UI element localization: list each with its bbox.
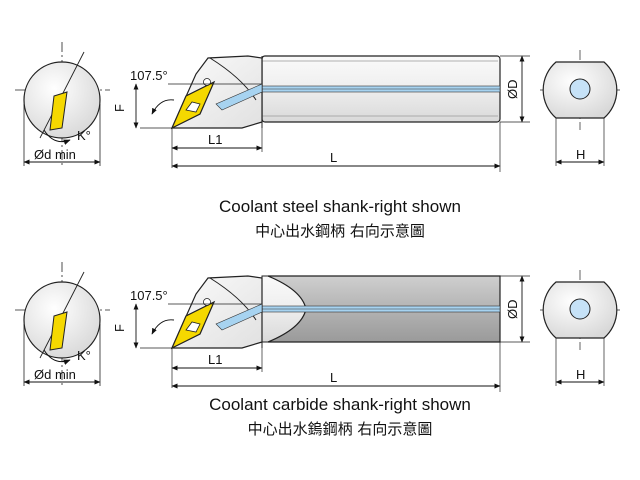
screw-icon — [185, 321, 201, 333]
coolant-hole — [569, 78, 591, 100]
shank-dia-label: ØD — [505, 80, 520, 100]
caption-en: Coolant carbide shank-right shown — [209, 395, 471, 414]
flat-height-label: H — [576, 147, 585, 162]
offset-label: F — [112, 104, 127, 112]
insert-icon — [49, 91, 68, 131]
approach-arc — [43, 129, 71, 145]
caption-en: Coolant steel shank-right shown — [219, 197, 461, 216]
side-view: 107.5° F L1 L ØD — [112, 275, 530, 392]
min-bore-label: Ød min — [34, 367, 76, 382]
insert-icon — [49, 311, 68, 351]
head-length-label: L1 — [208, 352, 222, 367]
flat-height-label: H — [576, 367, 585, 382]
caption-zh: 中心出水鎢鋼柄 右向示意圖 — [248, 420, 433, 438]
min-bore-label: Ød min — [34, 147, 76, 162]
end-view-left: K° Ød min — [15, 42, 110, 166]
coolant-jet — [215, 83, 263, 111]
end-view-right: H — [540, 270, 620, 386]
caption-zh: 中心出水鋼柄 右向示意圖 — [255, 222, 425, 240]
diagram-carbide: K° Ød min — [15, 262, 620, 438]
coolant-jet — [215, 303, 263, 331]
coolant-hole — [569, 298, 591, 320]
head-length-label: L1 — [208, 132, 222, 147]
side-view: 107.5° F L1 L ØD — [112, 55, 530, 172]
diagram-steel: K° Ød min — [15, 42, 620, 240]
shank-dia-label: ØD — [505, 300, 520, 320]
approach-angle-label: K° — [77, 348, 91, 363]
approach-angle-label: K° — [77, 128, 91, 143]
overall-length-label: L — [330, 150, 337, 165]
angle-label: 107.5° — [130, 288, 168, 303]
end-view-left: K° Ød min — [15, 262, 110, 386]
angle-label: 107.5° — [130, 68, 168, 83]
overall-length-label: L — [330, 370, 337, 385]
end-view-right: H — [540, 50, 620, 166]
approach-arc — [43, 349, 71, 365]
screw-icon — [185, 101, 201, 113]
offset-label: F — [112, 324, 127, 332]
